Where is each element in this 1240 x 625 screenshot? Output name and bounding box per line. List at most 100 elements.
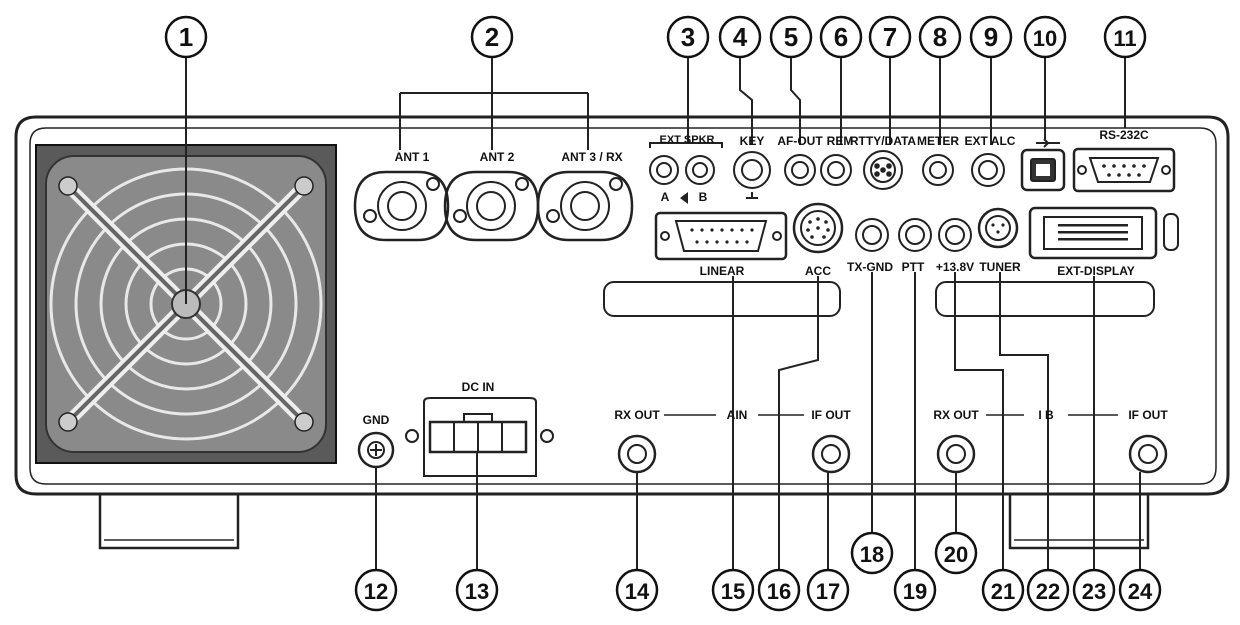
callout-circle xyxy=(1072,568,1116,612)
label-spkr-b: B xyxy=(699,190,708,204)
callout-circle xyxy=(934,531,978,575)
callout-circle xyxy=(850,531,894,575)
callout-circle xyxy=(757,568,801,612)
label-main-label: AIN xyxy=(727,408,748,422)
sub-if-out-jack xyxy=(1128,434,1168,474)
label-af-out: AF-OUT xyxy=(777,134,823,148)
label-gnd: GND xyxy=(363,413,390,427)
callout-number: 11 xyxy=(1113,26,1136,51)
label-main-if-out: IF OUT xyxy=(811,408,851,422)
acc-connector xyxy=(792,202,844,254)
callout-number: 12 xyxy=(364,579,388,604)
callout-2: 2 xyxy=(470,15,514,59)
callout-circle xyxy=(615,568,659,612)
callout-24: 24 xyxy=(1118,568,1162,612)
label-spkr-a: A xyxy=(661,190,670,204)
callout-8: 8 xyxy=(918,15,962,59)
sub-rx-out-jack xyxy=(936,434,976,474)
callout-circle xyxy=(354,568,398,612)
ext-alc-jack xyxy=(971,153,1005,187)
callout-circle xyxy=(718,15,762,59)
callout-circle xyxy=(711,568,755,612)
callout-number: 5 xyxy=(784,22,798,52)
callout-15: 15 xyxy=(711,568,755,612)
callout-number: 2 xyxy=(485,22,499,52)
callout-number: 19 xyxy=(903,579,927,604)
callout-circle xyxy=(819,15,863,59)
callout-circle xyxy=(455,568,499,612)
v138-jack xyxy=(938,218,972,252)
rem-jack xyxy=(820,154,852,186)
callout-number: 3 xyxy=(681,22,695,52)
callout-23: 23 xyxy=(1072,568,1116,612)
callout-number: 16 xyxy=(767,579,791,604)
callout-number: 6 xyxy=(834,22,848,52)
callout-circle xyxy=(666,15,710,59)
label-rs232c: RS-232C xyxy=(1099,128,1149,142)
label-sub-if-out: IF OUT xyxy=(1128,408,1168,422)
callout-number: 21 xyxy=(991,579,1015,604)
main-if-out-jack xyxy=(811,434,851,474)
callout-11: 11 xyxy=(1103,15,1147,59)
label-v138: +13.8V xyxy=(936,260,974,274)
callout-number: 7 xyxy=(883,22,897,52)
label-ant3: ANT 3 / RX xyxy=(561,150,622,164)
callout-6: 6 xyxy=(819,15,863,59)
callout-circle xyxy=(1026,568,1070,612)
ext-display-connector xyxy=(1028,206,1179,260)
callout-13: 13 xyxy=(455,568,499,612)
label-sub-rx-out: RX OUT xyxy=(933,408,979,422)
callout-circle xyxy=(470,15,514,59)
callout-circle xyxy=(868,15,912,59)
callout-number: 24 xyxy=(1128,579,1153,604)
callout-number: 17 xyxy=(816,579,840,604)
callout-circle xyxy=(1118,568,1162,612)
callout-3: 3 xyxy=(666,15,710,59)
callout-circle xyxy=(893,568,937,612)
af-out-jack xyxy=(784,154,816,186)
label-rtty-data: RTTY/DATA xyxy=(850,134,917,148)
callout-number: 1 xyxy=(179,22,193,52)
main-rx-out-jack xyxy=(617,434,657,474)
callout-number: 8 xyxy=(933,22,947,52)
callout-7: 7 xyxy=(868,15,912,59)
leader-line-2 xyxy=(399,57,589,150)
vent-slots-left xyxy=(603,281,841,317)
ptt-jack xyxy=(898,218,932,252)
callout-10: 10 xyxy=(1023,15,1067,59)
callout-16: 16 xyxy=(757,568,801,612)
callout-12: 12 xyxy=(354,568,398,612)
ant3-rx-connector xyxy=(536,170,634,242)
callout-circle xyxy=(1023,15,1067,59)
label-tx-gnd: TX-GND xyxy=(847,260,893,274)
label-tuner: TUNER xyxy=(979,260,1021,274)
callout-21: 21 xyxy=(981,568,1025,612)
ant1-connector xyxy=(353,170,450,242)
label-acc: ACC xyxy=(805,264,831,278)
label-dc-in: DC IN xyxy=(462,380,495,394)
callout-number: 22 xyxy=(1036,579,1060,604)
label-ant2: ANT 2 xyxy=(480,150,515,164)
label-ext-spkr: EXT SPKR xyxy=(659,134,714,146)
key-jack xyxy=(733,151,771,199)
callout-number: 14 xyxy=(625,579,650,604)
leader-line-16 xyxy=(778,276,819,570)
leader-line-5 xyxy=(790,57,801,145)
rs232c-port xyxy=(1072,147,1176,193)
foot-left xyxy=(98,494,240,550)
label-ptt: PTT xyxy=(902,260,925,274)
chassis xyxy=(14,115,1230,496)
callout-22: 22 xyxy=(1026,568,1070,612)
leader-line-22 xyxy=(999,272,1049,570)
callout-9: 9 xyxy=(969,15,1013,59)
leader-lines xyxy=(185,57,1141,570)
callout-4: 4 xyxy=(718,15,762,59)
label-key: KEY xyxy=(740,134,765,148)
label-sub-label: I B xyxy=(1038,408,1054,422)
usb-port xyxy=(1020,138,1066,192)
label-meter: METER xyxy=(917,134,959,148)
meter-jack xyxy=(922,154,954,186)
tx-gnd-jack xyxy=(855,218,889,252)
